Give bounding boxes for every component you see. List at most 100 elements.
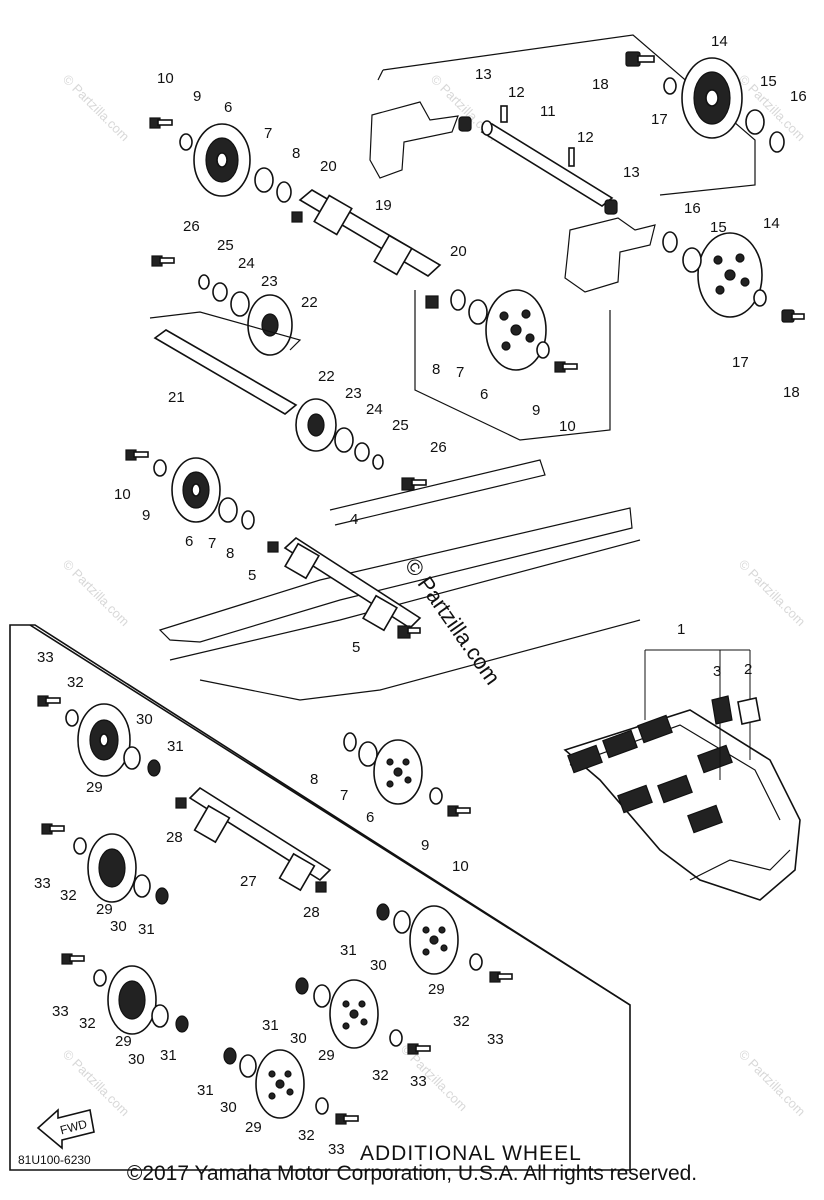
callout-number: 30 <box>220 1099 237 1116</box>
bolt-28 <box>315 881 327 893</box>
callout-number: 18 <box>592 76 609 93</box>
callout-number: 30 <box>128 1051 145 1068</box>
callout-number: 14 <box>763 215 780 232</box>
collar-13 <box>604 199 618 215</box>
callout-number: 19 <box>375 197 392 214</box>
callout-number: 22 <box>318 368 335 385</box>
bearing-30 <box>239 1054 257 1078</box>
diagram-code: 81U100-6230 <box>18 1153 91 1167</box>
bearing-15 <box>682 247 702 273</box>
callout-number: 33 <box>52 1003 69 1020</box>
watermark: © Partzilla.com <box>60 557 133 630</box>
washer-32 <box>73 837 87 855</box>
washer-8 <box>276 181 292 203</box>
bolt-28 <box>175 797 187 809</box>
watermark: © Partzilla.com <box>60 1047 133 1120</box>
callout-number: 31 <box>197 1082 214 1099</box>
callout-number: 21 <box>168 389 185 406</box>
nut-31 <box>147 759 161 777</box>
callout-number: 9 <box>421 837 429 854</box>
callout-number: 32 <box>79 1015 96 1032</box>
callout-number: 28 <box>303 904 320 921</box>
callout-number: 9 <box>532 402 540 419</box>
callout-number: 15 <box>760 73 777 90</box>
callout-number: 10 <box>559 418 576 435</box>
callout-layer: 1096782019262524232221222324252613121112… <box>34 33 807 1158</box>
bolt-33 <box>335 1113 359 1125</box>
bearing-23 <box>334 427 354 453</box>
callout-number: 31 <box>262 1017 279 1034</box>
callout-number: 30 <box>290 1030 307 1047</box>
callout-number: 32 <box>60 887 77 904</box>
wheel-14 <box>697 232 763 318</box>
additional-wheel-label: ADDITIONAL WHEEL <box>360 1142 582 1165</box>
collar-16 <box>769 131 785 153</box>
callout-number: 33 <box>34 875 51 892</box>
callout-number: 10 <box>157 70 174 87</box>
washer-9 <box>536 341 550 359</box>
washer-8 <box>450 289 466 311</box>
track-assembly <box>563 709 801 901</box>
clip-2 <box>737 697 761 725</box>
wheel-29 <box>107 965 157 1035</box>
nut-31 <box>376 903 390 921</box>
callout-number: 6 <box>480 386 488 403</box>
callout-number: 29 <box>318 1047 335 1064</box>
callout-number: 22 <box>301 294 318 311</box>
collar-13 <box>458 116 472 132</box>
watermark: © Partzilla.com <box>736 1047 809 1120</box>
wheel-29 <box>255 1049 305 1119</box>
callout-number: 32 <box>453 1013 470 1030</box>
callout-number: 13 <box>623 164 640 181</box>
bearing-7 <box>468 299 488 325</box>
bolt-33 <box>37 695 61 707</box>
callout-number: 26 <box>430 439 447 456</box>
callout-number: 29 <box>86 779 103 796</box>
axle-19 <box>291 189 442 277</box>
copyright-notice: ©2017 Yamaha Motor Corporation, U.S.A. A… <box>126 1162 698 1185</box>
watermark: © Partzilla.com <box>736 557 809 630</box>
callout-number: 6 <box>185 533 193 550</box>
callout-number: 6 <box>224 99 232 116</box>
callout-number: 29 <box>428 981 445 998</box>
collar-16 <box>662 231 678 253</box>
bearing-15 <box>745 109 765 135</box>
callout-number: 30 <box>370 957 387 974</box>
callout-number: 1 <box>677 621 685 638</box>
washer-24 <box>354 442 370 462</box>
mid-assembly-outline <box>414 290 611 441</box>
wheel-6 <box>373 739 423 805</box>
nut-31 <box>175 1015 189 1033</box>
callout-number: 28 <box>166 829 183 846</box>
bolt-33 <box>407 1043 431 1055</box>
callout-number: 33 <box>410 1073 427 1090</box>
bearing-30 <box>123 746 141 770</box>
bolt-5 <box>397 625 421 639</box>
callout-number: 24 <box>366 401 383 418</box>
callout-number: 33 <box>487 1031 504 1048</box>
clip-3 <box>711 695 733 725</box>
callout-number: 3 <box>713 663 721 680</box>
callout-number: 9 <box>142 507 150 524</box>
callout-number: 8 <box>226 545 234 562</box>
callout-number: 2 <box>744 661 752 678</box>
nut-31 <box>223 1047 237 1065</box>
callout-number: 16 <box>684 200 701 217</box>
callout-number: 17 <box>732 354 749 371</box>
callout-number: 7 <box>340 787 348 804</box>
callout-number: 32 <box>67 674 84 691</box>
callout-number: 29 <box>96 901 113 918</box>
callout-number: 31 <box>160 1047 177 1064</box>
bolt-26 <box>151 255 175 267</box>
slide-rails <box>158 459 641 701</box>
callout-number: 31 <box>167 738 184 755</box>
bearing-7 <box>218 497 238 523</box>
bolt-5 <box>267 541 279 553</box>
wheel-22 <box>247 294 293 356</box>
upper-assembly-outline <box>382 34 756 196</box>
callout-number: 12 <box>577 129 594 146</box>
wheel-29 <box>87 833 137 903</box>
callout-number: 8 <box>292 145 300 162</box>
washer-8 <box>241 510 255 530</box>
